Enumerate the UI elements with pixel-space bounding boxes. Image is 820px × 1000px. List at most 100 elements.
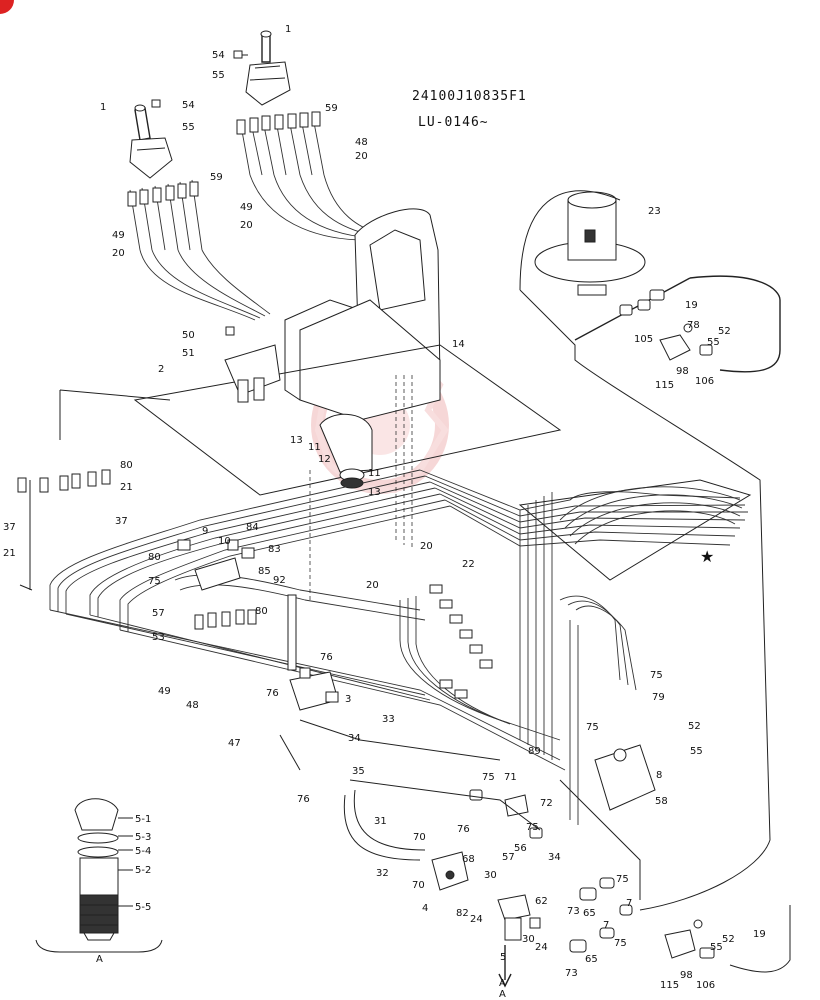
fitting-row-80-left	[17, 469, 111, 493]
callout-labels: 1 54 55 59 48 20 1 54 55 59 49 20 49 20 …	[3, 24, 766, 991]
accumulator-post	[287, 594, 297, 671]
central-pipe-bundle	[49, 469, 748, 825]
callout: 79	[652, 692, 665, 703]
callout: 76	[266, 688, 279, 699]
callout: 20	[420, 541, 433, 552]
callout: 52	[718, 326, 731, 337]
callout: 34	[548, 852, 561, 863]
callout: 5	[500, 952, 506, 963]
callout: 3	[345, 694, 351, 705]
callout: 105	[634, 334, 653, 345]
detail-callout-5-4: 5-4	[135, 846, 151, 857]
callout: 68	[462, 854, 475, 865]
bolt-54-left	[151, 99, 161, 108]
callout: 4	[422, 903, 428, 914]
detail-a-swivel	[35, 798, 163, 953]
callout: 92	[273, 575, 286, 586]
fitting-cluster-right	[236, 111, 325, 176]
callout: 106	[696, 980, 715, 991]
callout: 57	[502, 852, 515, 863]
callout: 85	[258, 566, 271, 577]
valve-7-lower	[569, 927, 615, 953]
callout: 12	[318, 454, 331, 465]
callout: 49	[158, 686, 171, 697]
callout: 30	[484, 870, 497, 881]
swivel-joint	[319, 413, 373, 489]
callout: 20	[112, 248, 125, 259]
callout: 55	[182, 122, 195, 133]
bolt-54-top	[233, 50, 248, 59]
callout: 75	[650, 670, 663, 681]
callout: 80	[148, 552, 161, 563]
callout: 7	[626, 898, 632, 909]
callout: 23	[648, 206, 661, 217]
operator-seat	[133, 208, 562, 496]
callout: 24	[535, 942, 548, 953]
detail-callout-5-1: 5-1	[135, 814, 151, 825]
callout: 9	[202, 526, 208, 537]
callout: 48	[355, 137, 368, 148]
callout: 52	[722, 934, 735, 945]
callout: 10	[218, 536, 231, 547]
pilot-hoses-upper	[139, 174, 381, 321]
callout: 75	[526, 822, 539, 833]
left-joystick	[129, 104, 173, 179]
corner-mark	[0, 0, 14, 14]
fitting-stack-22	[429, 584, 493, 699]
left-bracket	[59, 389, 171, 440]
callout: 13	[368, 487, 381, 498]
fitting-cluster-left	[127, 179, 203, 251]
callout: 51	[182, 348, 195, 359]
valve-3	[289, 667, 339, 711]
callout: 35	[352, 766, 365, 777]
callout: 98	[680, 970, 693, 981]
bracket-8	[594, 744, 656, 811]
callout: 76	[297, 794, 310, 805]
callout: 20	[366, 580, 379, 591]
callout: 24	[470, 914, 483, 925]
section-a-arrow	[498, 945, 512, 988]
callout: 47	[228, 738, 241, 749]
callout: 83	[268, 544, 281, 555]
callout: 84	[246, 522, 259, 533]
callout: 8	[656, 770, 662, 781]
callout: 80	[255, 606, 268, 617]
callout: 106	[695, 376, 714, 387]
callout: 34	[348, 733, 361, 744]
callout: 54	[212, 50, 225, 61]
callout: 75	[616, 874, 629, 885]
callout: 13	[290, 435, 303, 446]
callout: 56	[514, 843, 527, 854]
callout: 55	[707, 337, 720, 348]
filter-5	[497, 894, 541, 941]
callout: 30	[522, 934, 535, 945]
right-joystick	[245, 30, 291, 106]
right-panel-pipes	[559, 486, 743, 545]
callout: 115	[655, 380, 674, 391]
callout: 75	[482, 772, 495, 783]
callout: A	[499, 978, 506, 989]
callout: 1	[100, 102, 106, 113]
callout: 11	[368, 468, 381, 479]
callout: 82	[456, 908, 469, 919]
callout: 89	[528, 746, 541, 757]
callout: 75	[614, 938, 627, 949]
callout: 21	[3, 548, 16, 559]
callout: 54	[182, 100, 195, 111]
callout: 49	[112, 230, 125, 241]
detail-callout-5-3: 5-3	[135, 832, 151, 843]
callout: 98	[676, 366, 689, 377]
callout: 55	[690, 746, 703, 757]
serial-range-text: LU-0146~	[418, 115, 489, 130]
callout: 59	[325, 103, 338, 114]
part-number-text: 24100J10835F1	[412, 89, 527, 104]
fitting-row-center	[194, 609, 257, 630]
tank-line	[519, 190, 621, 291]
callout: 50	[182, 330, 195, 341]
callout: 78	[687, 320, 700, 331]
callout: 48	[186, 700, 199, 711]
section-a-mark: A	[499, 989, 506, 1000]
callout: 49	[240, 202, 253, 213]
hydraulic-tank	[534, 191, 646, 296]
callout: 33	[382, 714, 395, 725]
